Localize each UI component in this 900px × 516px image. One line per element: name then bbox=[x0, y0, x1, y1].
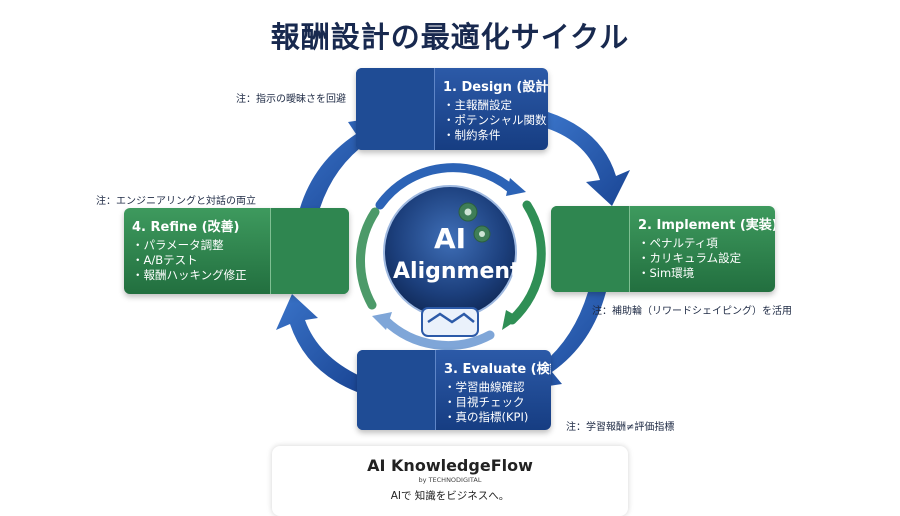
design-icon-panel bbox=[356, 68, 435, 150]
inner-ring bbox=[356, 163, 546, 351]
page-title: 報酬設計の最適化サイクル bbox=[270, 20, 630, 54]
step-evaluate-item: 学習曲線確認 bbox=[444, 380, 551, 395]
brand-name: AI KnowledgeFlow bbox=[367, 456, 533, 475]
step-design-item: 制約条件 bbox=[443, 128, 548, 143]
ring-arrowhead-right bbox=[502, 310, 520, 330]
note-refine: 注：エンジニアリングと対話の両立 bbox=[96, 196, 256, 207]
step-refine-item: A/Bテスト bbox=[132, 253, 262, 268]
brand-tagline: AIで 知識をビジネスへ。 bbox=[390, 490, 510, 502]
handshake-icon bbox=[421, 307, 479, 337]
step-evaluate-card: 3. Evaluate (検証) 学習曲線確認 目視チェック 真の指標(KPI) bbox=[357, 350, 551, 430]
center-label-line2: Alignment bbox=[393, 259, 521, 284]
note-evaluate: 注：学習報酬≠評価指標 bbox=[566, 422, 675, 433]
step-implement-item: ペナルティ項 bbox=[638, 236, 775, 251]
brand-byline: by TECHNODIGITAL bbox=[418, 476, 482, 484]
center-label-line1: AI bbox=[433, 222, 467, 255]
note-implement: 注：補助輪（リワードシェイピング）を活用 bbox=[592, 306, 792, 317]
step-design-heading: 1. Design (設計) bbox=[443, 80, 548, 95]
ring-arrowhead-bottom bbox=[372, 312, 392, 330]
arrow-design-to-implement bbox=[546, 112, 630, 206]
step-evaluate-item: 真の指標(KPI) bbox=[444, 410, 551, 425]
arrow-evaluate-to-refine bbox=[276, 294, 360, 392]
step-evaluate-item: 目視チェック bbox=[444, 395, 551, 410]
step-evaluate-heading: 3. Evaluate (検証) bbox=[444, 362, 551, 377]
step-implement-heading: 2. Implement (実装) bbox=[638, 218, 775, 233]
note-design: 注：指示の曖昧さを回避 bbox=[236, 94, 346, 105]
step-implement-item: Sim環境 bbox=[638, 266, 775, 281]
implement-icon-panel bbox=[551, 206, 630, 292]
evaluate-icon-panel bbox=[357, 350, 436, 430]
ring-arrowhead-top bbox=[506, 178, 526, 196]
center-label: AI Alignment bbox=[393, 222, 521, 288]
step-implement-item: カリキュラム設定 bbox=[638, 251, 775, 266]
step-refine-item: 報酬ハッキング修正 bbox=[132, 268, 262, 283]
step-design-item: ポテンシャル関数 bbox=[443, 113, 548, 128]
step-implement-card: 2. Implement (実装) ペナルティ項 カリキュラム設定 Sim環境 bbox=[551, 206, 775, 292]
step-design-item: 主報酬設定 bbox=[443, 98, 548, 113]
step-refine-item: パラメータ調整 bbox=[132, 238, 262, 253]
refine-icon-panel bbox=[270, 208, 349, 294]
step-design-card: 1. Design (設計) 主報酬設定 ポテンシャル関数 制約条件 bbox=[356, 68, 548, 150]
step-refine-heading: 4. Refine (改善) bbox=[132, 220, 240, 235]
brand-card: AI KnowledgeFlow by TECHNODIGITAL AIで 知識… bbox=[272, 446, 628, 516]
step-refine-card: 4. Refine (改善) パラメータ調整 A/Bテスト 報酬ハッキング修正 bbox=[124, 208, 349, 294]
